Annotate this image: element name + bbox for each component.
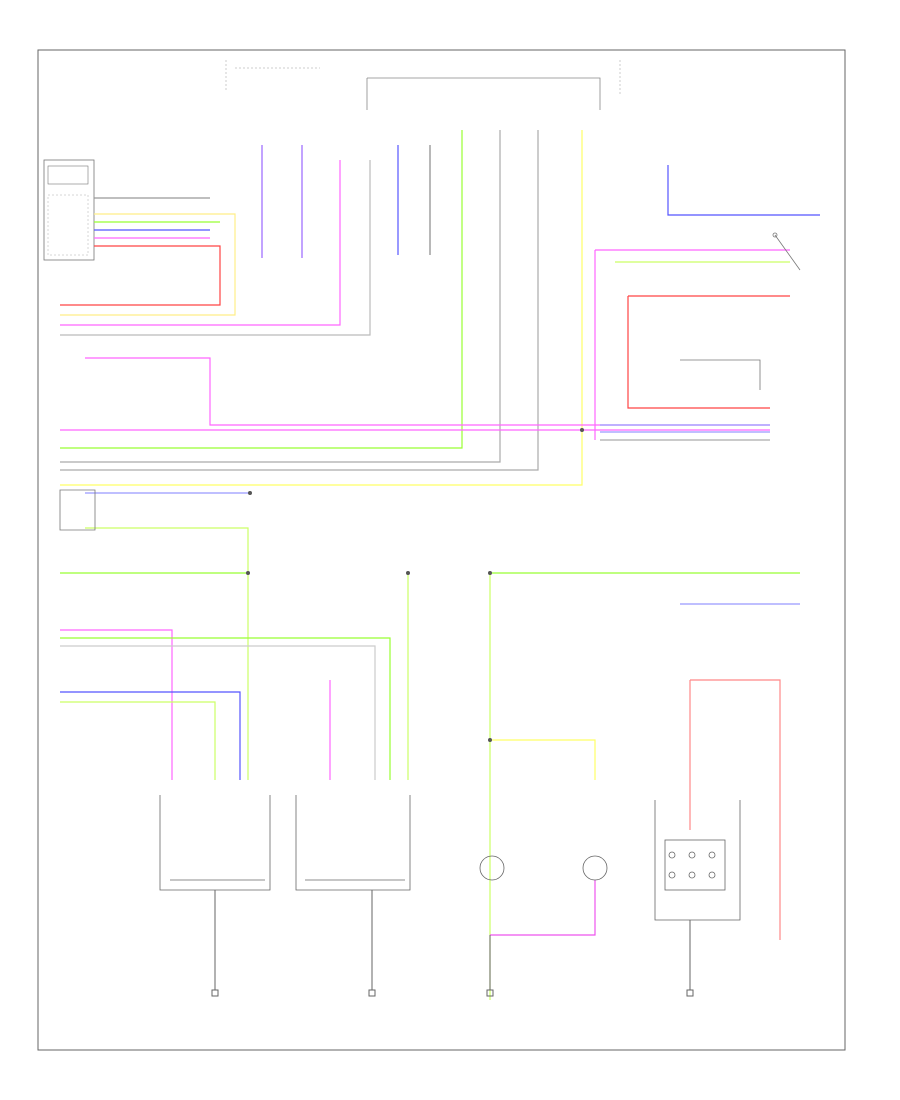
wires — [60, 130, 820, 1000]
ground-drops — [211, 890, 694, 997]
connector-dots — [246, 428, 584, 742]
lamp-housings — [159, 795, 741, 921]
left-module — [43, 159, 95, 261]
diagram-border — [37, 49, 846, 1051]
switch-symbols — [59, 232, 801, 531]
